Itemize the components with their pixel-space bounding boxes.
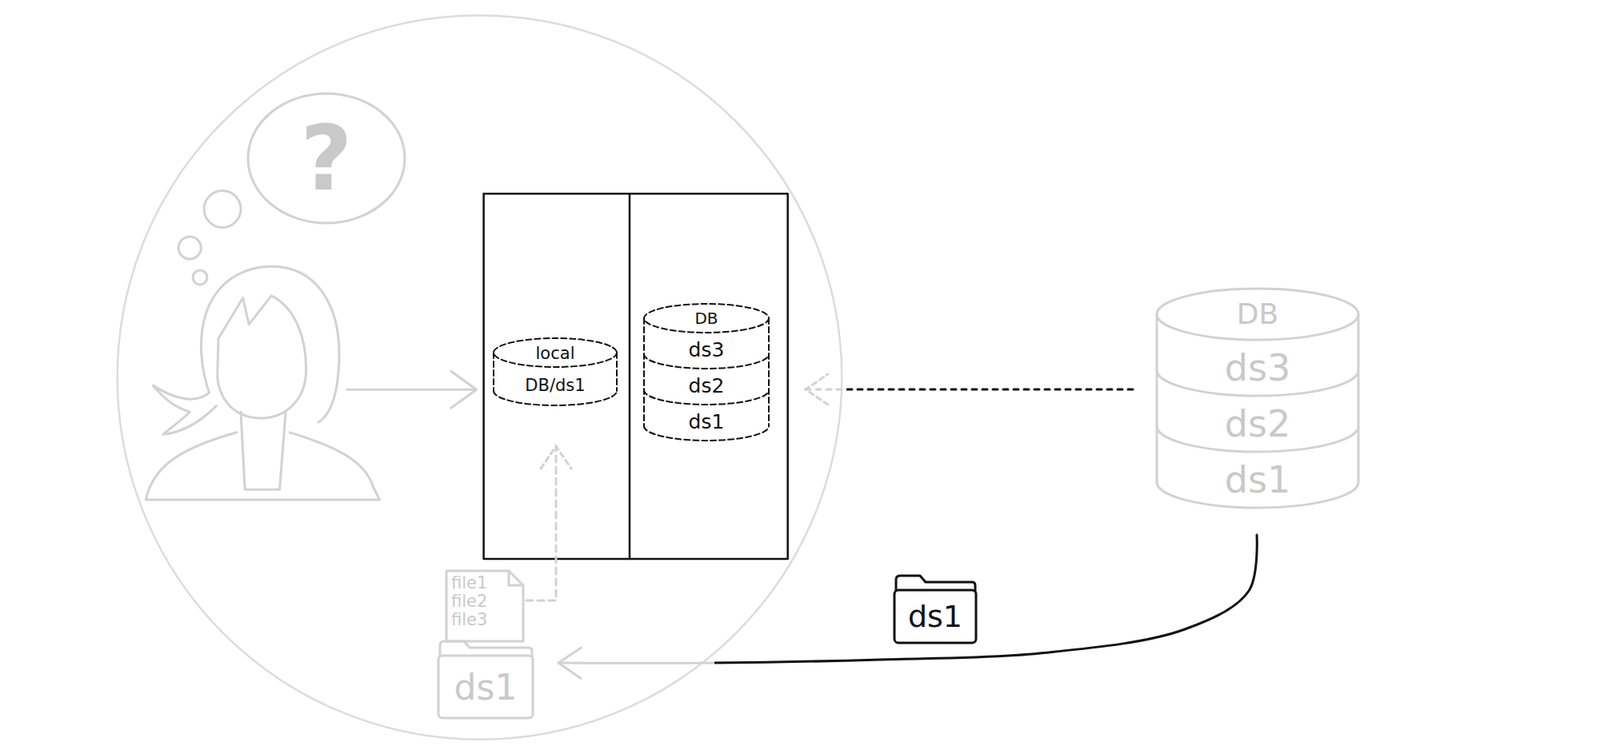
file-list-document: file1 file2 file3 bbox=[444, 569, 525, 644]
shape-outline bbox=[644, 304, 769, 441]
shape-outline bbox=[438, 641, 533, 719]
user-scope-circle bbox=[117, 15, 843, 740]
thought-bubble: ? bbox=[246, 92, 407, 225]
remote-db-cylinder: DB ds3 ds2 ds1 bbox=[1155, 285, 1360, 512]
local-dataset-folder: ds1 bbox=[436, 640, 535, 720]
local-cache-cylinder: localDB/ds1 bbox=[492, 336, 619, 409]
person-body bbox=[145, 432, 380, 500]
mirror-db-cylinder: DB ds3 ds2 ds1 bbox=[642, 300, 771, 445]
shape-outline bbox=[1156, 288, 1359, 508]
folder-front bbox=[894, 590, 976, 644]
download-connector bbox=[558, 535, 1257, 664]
person-figure bbox=[145, 266, 380, 500]
node-label: ds1 bbox=[688, 411, 725, 435]
document-outline bbox=[446, 571, 524, 642]
node-label: ds2 bbox=[1224, 403, 1291, 446]
person-hair-strands bbox=[152, 385, 216, 435]
folder-front bbox=[438, 656, 533, 719]
thought-dot bbox=[178, 236, 201, 260]
person-arrow-line bbox=[347, 388, 476, 392]
shape-outline bbox=[446, 571, 524, 642]
load-connector bbox=[526, 446, 556, 601]
thought-dot bbox=[192, 270, 208, 285]
client-panel bbox=[484, 193, 788, 560]
cylinder-top bbox=[644, 304, 769, 333]
sync-connector bbox=[805, 388, 1133, 392]
node-label: local bbox=[536, 344, 576, 364]
node-label: ds1 bbox=[454, 668, 518, 709]
node-label: ? bbox=[300, 107, 353, 211]
panel-frame bbox=[484, 193, 788, 560]
cylinder-top bbox=[493, 338, 617, 368]
person-arrow bbox=[347, 371, 477, 408]
node-label: DB/ds1 bbox=[524, 376, 585, 396]
node-label: ds3 bbox=[688, 339, 725, 363]
dataset-folder: ds1 bbox=[892, 574, 978, 645]
cylinder-top bbox=[1156, 288, 1359, 340]
node-label: ds1 bbox=[1224, 459, 1291, 502]
node-label: ds3 bbox=[1224, 347, 1291, 390]
node-label: ds1 bbox=[908, 600, 963, 636]
person-face bbox=[217, 296, 307, 419]
node-label: DB bbox=[694, 309, 718, 328]
document-fold bbox=[508, 571, 524, 586]
shape-outline bbox=[493, 338, 617, 406]
node-label: file1 file2 file3 bbox=[451, 574, 488, 630]
node-label: DB bbox=[1236, 297, 1279, 331]
cylinder-sides bbox=[1156, 314, 1359, 483]
bubble-outline bbox=[248, 93, 405, 224]
shape-outline bbox=[894, 576, 976, 644]
person-neck bbox=[240, 412, 286, 490]
person-hair bbox=[200, 266, 340, 423]
shape-outline bbox=[248, 93, 405, 224]
person-arrow-head bbox=[451, 371, 477, 408]
thought-dots bbox=[178, 191, 241, 285]
node-label: ds2 bbox=[688, 375, 725, 399]
panel-divider bbox=[628, 193, 632, 560]
thought-dot bbox=[204, 191, 241, 228]
